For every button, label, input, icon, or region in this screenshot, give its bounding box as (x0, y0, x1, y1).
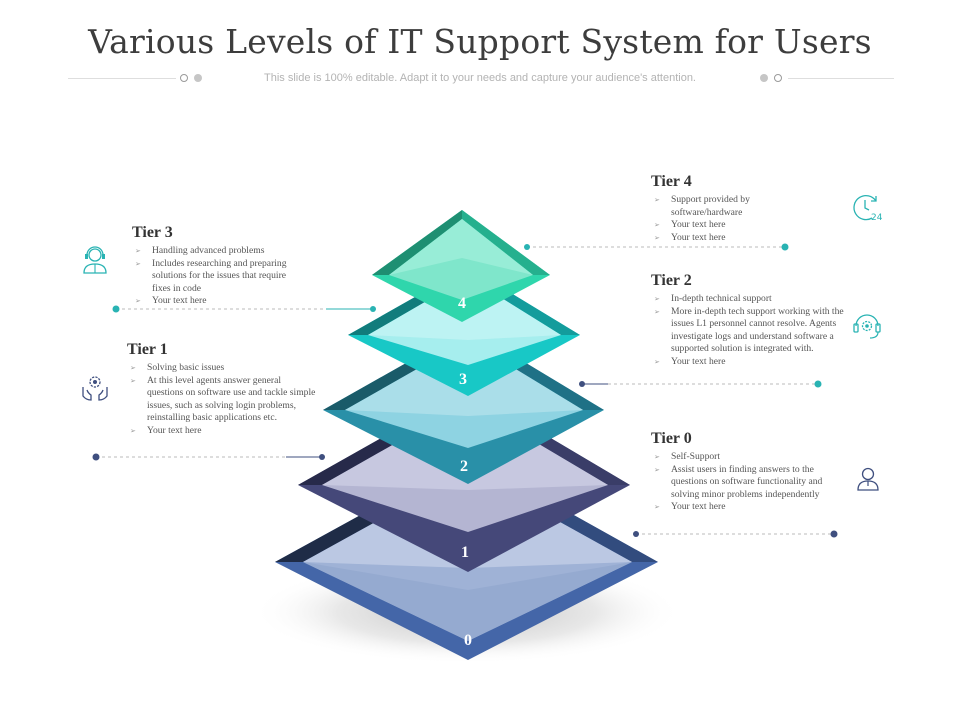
connector-tier4 (524, 243, 789, 251)
connector-tier1 (92, 453, 325, 461)
tier-2-item: Your text here (651, 356, 846, 369)
tier-2-item: In-depth technical support (651, 293, 846, 306)
tier-0-title: Tier 0 (651, 430, 692, 447)
subtitle: This slide is 100% editable. Adapt it to… (264, 72, 696, 84)
support-agent-icon (76, 241, 114, 279)
user-icon (849, 460, 887, 498)
page-title: Various Levels of IT Support System for … (88, 22, 872, 61)
tier-3-block: Tier 3 Handling advanced problems Includ… (132, 224, 317, 308)
connector-tier0 (633, 530, 838, 538)
tier-3-item: Includes researching and preparing solut… (132, 258, 307, 296)
tier-1-item: At this level agents answer general ques… (127, 375, 317, 425)
deco-dot (194, 74, 202, 82)
headset-gear-icon (848, 306, 886, 344)
tier-3-title: Tier 3 (132, 224, 173, 241)
tier-0-item: Your text here (651, 501, 851, 514)
tier-1-title: Tier 1 (127, 341, 168, 358)
level-number: 4 (458, 295, 466, 312)
tier-4-title: Tier 4 (651, 173, 692, 190)
level-number: 2 (460, 458, 468, 475)
connector-tier2 (579, 380, 822, 388)
tier-3-item: Your text here (132, 295, 317, 308)
clock-24-icon: 24 (846, 189, 884, 227)
tier-4-item: Your text here (651, 219, 851, 232)
pyramid-level-4: 4 (372, 210, 550, 322)
tier-0-item: Self-Support (651, 451, 851, 464)
tier-4-item: Support provided by software/hardware (651, 194, 781, 219)
tier-2-title: Tier 2 (651, 272, 692, 289)
level-number: 1 (461, 544, 469, 561)
level-number: 3 (459, 371, 467, 388)
hands-gear-icon (76, 369, 114, 407)
svg-text:24: 24 (871, 213, 883, 223)
tier-1-item: Solving basic issues (127, 362, 317, 375)
tier-3-item: Handling advanced problems (132, 245, 317, 258)
deco-dot (774, 74, 782, 82)
deco-dot (180, 74, 188, 82)
connector-tier3 (112, 305, 376, 313)
divider-right (788, 78, 894, 79)
level-number: 0 (464, 632, 472, 649)
tier-2-item: More in-depth tech support working with … (651, 306, 846, 356)
tier-4-block: Tier 4 Support provided by software/hard… (651, 173, 851, 244)
tier-0-item: Assist users in finding answers to the q… (651, 464, 851, 502)
tier-4-item: Your text here (651, 232, 851, 245)
divider-left (68, 78, 176, 79)
tier-0-block: Tier 0 Self-Support Assist users in find… (651, 430, 851, 514)
tier-1-block: Tier 1 Solving basic issues At this leve… (127, 341, 317, 438)
deco-dot (760, 74, 768, 82)
tier-1-item: Your text here (127, 425, 317, 438)
tier-2-block: Tier 2 In-depth technical support More i… (651, 272, 846, 369)
